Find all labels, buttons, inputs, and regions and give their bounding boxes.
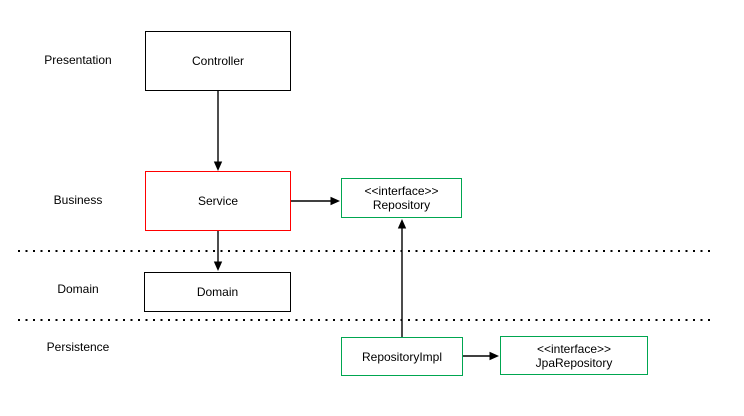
- node-jparepository-label: JpaRepository: [535, 355, 613, 370]
- node-jparepository-stereotype: <<interface>>: [536, 341, 612, 356]
- node-repository-stereotype: <<interface>>: [364, 184, 439, 198]
- node-repository-label: Repository: [372, 198, 431, 212]
- arrow-service-to-repository: [291, 196, 340, 206]
- arrow-controller-to-service: [213, 91, 223, 171]
- node-controller-label: Controller: [191, 54, 245, 68]
- layer-label-domain: Domain: [57, 282, 99, 296]
- layer-label-persistence: Persistence: [46, 340, 110, 354]
- node-jparepository: <<interface>> JpaRepository: [500, 336, 648, 375]
- node-repositoryimpl-label: RepositoryImpl: [361, 349, 443, 364]
- node-service-label: Service: [197, 194, 238, 208]
- separator-business-domain: [18, 250, 713, 252]
- layer-label-business: Business: [53, 193, 103, 207]
- node-repository: <<interface>> Repository: [341, 178, 462, 218]
- node-domain-label: Domain: [196, 285, 239, 299]
- arrow-repositoryimpl-to-jparepository: [463, 351, 499, 361]
- node-domain: Domain: [144, 272, 291, 312]
- node-controller: Controller: [145, 31, 291, 91]
- node-service: Service: [145, 171, 291, 231]
- separator-domain-persistence: [18, 319, 713, 321]
- layer-label-presentation: Presentation: [44, 53, 112, 67]
- node-repositoryimpl: RepositoryImpl: [341, 337, 463, 376]
